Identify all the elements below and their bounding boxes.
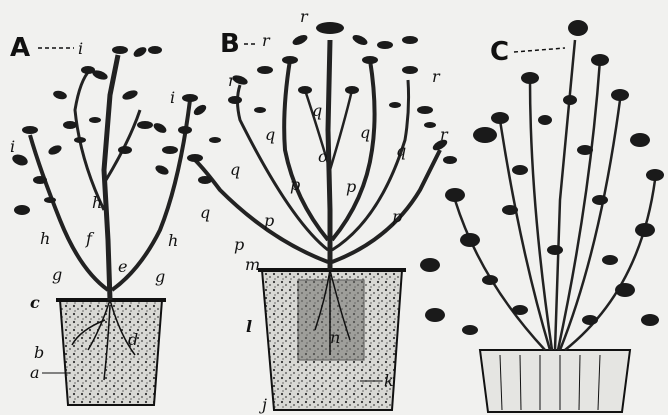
left-branch-a — [30, 135, 108, 290]
foliage-c — [420, 20, 664, 335]
label-q6: q — [230, 160, 240, 179]
label-f: f — [85, 229, 95, 248]
label-o: o — [318, 147, 328, 166]
label-h-mid: h — [92, 193, 102, 212]
label-e: e — [118, 257, 127, 276]
pointer-label-b: r — [262, 31, 271, 50]
panel-a: A i a b c d e f g g h h h i i — [10, 33, 208, 405]
label-p1: p — [264, 211, 274, 230]
label-l: l — [246, 317, 252, 336]
label-g-right: g — [155, 267, 165, 286]
label-a: a — [30, 363, 40, 382]
side-branch-a — [106, 110, 140, 180]
label-r1: r — [300, 7, 309, 26]
label-r4: r — [440, 125, 449, 144]
label-k: k — [384, 371, 394, 390]
panel-letter-b: B — [220, 29, 240, 59]
label-m: m — [245, 255, 260, 274]
label-q4: q — [396, 141, 406, 160]
panel-letter-a: A — [10, 33, 30, 63]
panel-letter-c: C — [490, 37, 509, 67]
label-i-right: i — [170, 88, 175, 107]
label-r3: r — [432, 67, 441, 86]
label-g-left: g — [52, 265, 62, 284]
panel-b: B r j k l m n o p p p p p q q q q q q r … — [187, 7, 457, 414]
label-q1: q — [265, 125, 275, 144]
label-q3: q — [360, 123, 370, 142]
label-p4: p — [392, 207, 402, 226]
label-n: n — [330, 328, 340, 347]
label-i-left: i — [10, 137, 15, 156]
panel-c: C — [420, 20, 664, 412]
label-q2: q — [312, 101, 322, 120]
label-d: d — [128, 330, 138, 349]
label-h-right: h — [168, 231, 178, 250]
pot-a — [60, 300, 162, 405]
label-c: c — [30, 293, 40, 312]
label-r2: r — [228, 71, 237, 90]
label-p2: p — [290, 175, 300, 194]
root-ball-b — [298, 280, 364, 360]
pointer-label-a: i — [78, 39, 83, 58]
label-p3: p — [346, 177, 356, 196]
pot-c — [480, 350, 630, 412]
label-h-left: h — [40, 229, 50, 248]
pointer-arrow-c — [514, 48, 565, 52]
stems-c — [455, 40, 655, 350]
label-q5: q — [200, 203, 210, 222]
label-p5: p — [234, 235, 244, 254]
label-b: b — [34, 343, 44, 362]
label-j: j — [259, 395, 267, 414]
